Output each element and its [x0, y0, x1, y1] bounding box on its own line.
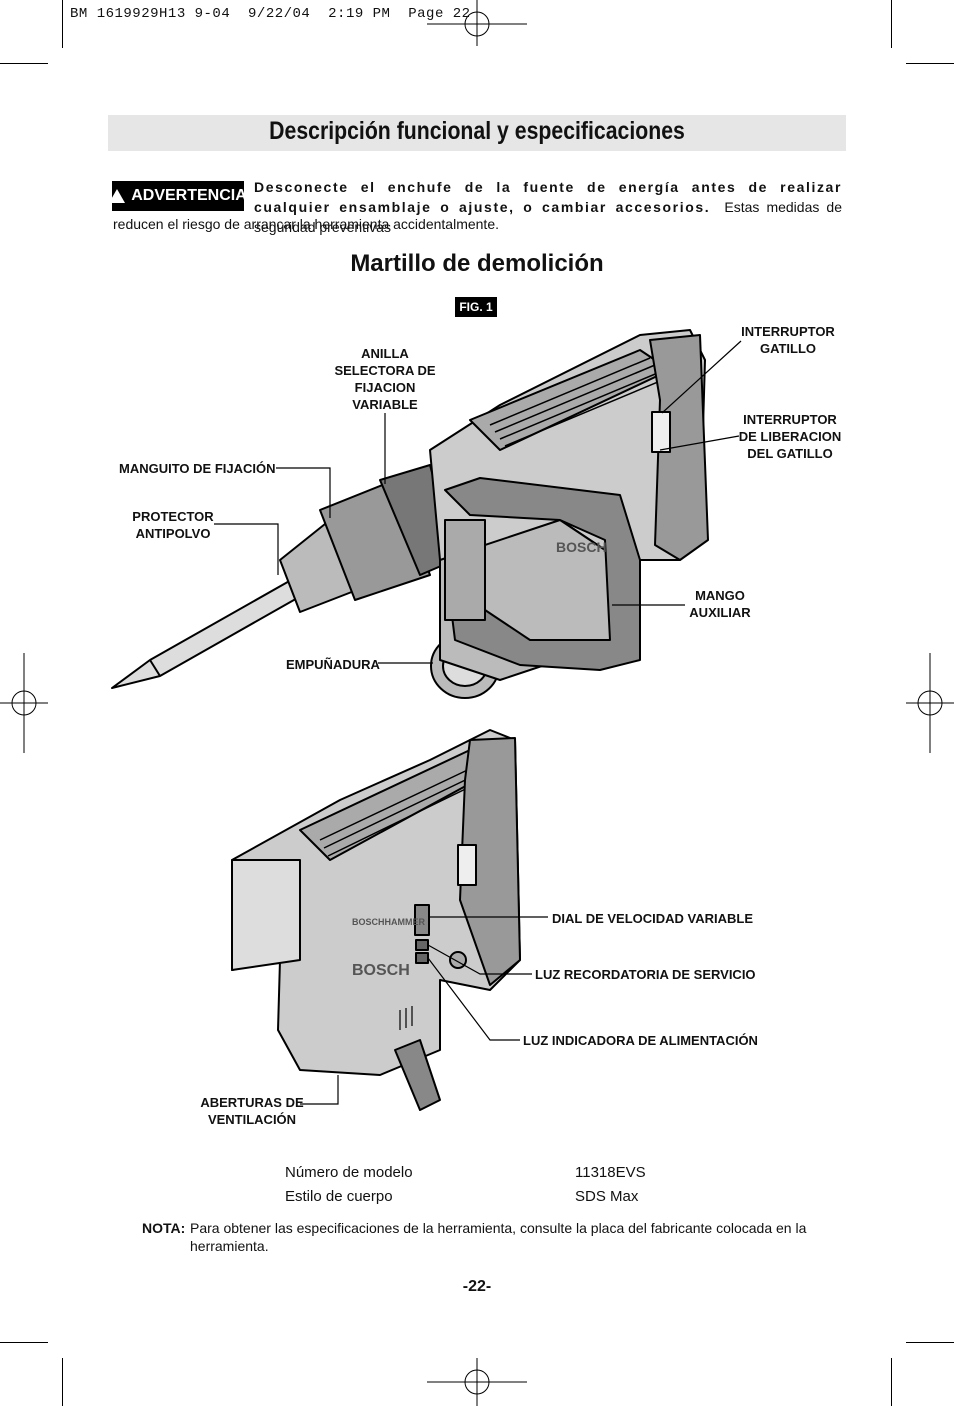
- warning-badge-label: ADVERTENCIA: [131, 187, 247, 204]
- spec-body-label: Estilo de cuerpo: [285, 1188, 393, 1205]
- rear-handle-2: [459, 737, 521, 986]
- warning-text: Desconecte el enchufe de la fuente de en…: [254, 177, 842, 237]
- crop-mark: [891, 0, 892, 48]
- crop-mark: [0, 63, 48, 64]
- label-service-light: LUZ RECORDATORIA DE SERVICIO: [535, 967, 756, 982]
- spec-model-label: Número de modelo: [285, 1164, 413, 1181]
- warning-text-inline: Estas medidas de seguridad preventivas: [254, 199, 842, 235]
- label-aux-handle: MANGO AUXILIAR: [689, 588, 751, 620]
- speed-dial: [414, 904, 430, 936]
- brand-mark-2: BOSCH: [352, 962, 410, 979]
- brand-mark: BOSCH: [556, 539, 607, 555]
- warning-text-continued: reducen el riesgo de arrancar la herrami…: [113, 216, 499, 232]
- label-trigger-release: INTERRUPTOR DE LIBERACION DEL GATILLO: [738, 412, 842, 461]
- label-power-light: LUZ INDICADORA DE ALIMENTACIÓN: [523, 1033, 758, 1048]
- rear-handle: [649, 334, 709, 561]
- note-label: NOTA:: [142, 1220, 186, 1236]
- warning-bold-text: Desconecte el enchufe de la fuente de en…: [254, 179, 842, 215]
- brand-mark-3: BOSCHHAMMER: [352, 917, 425, 927]
- crop-mark: [906, 63, 954, 64]
- label-selector-ring: ANILLA SELECTORA DE FIJACION VARIABLE: [334, 346, 436, 412]
- spec-model-value: 11318EVS: [575, 1164, 646, 1181]
- figure-label: FIG. 1: [455, 297, 497, 317]
- crop-mark: [62, 1358, 63, 1406]
- note: NOTA: Para obtener las especificaciones …: [142, 1219, 822, 1255]
- label-dust-protector: PROTECTOR ANTIPOLVO: [132, 509, 214, 541]
- spec-body-value: SDS Max: [575, 1188, 639, 1205]
- page-title: Descripción funcional y especificaciones: [269, 117, 685, 145]
- warning-badge: ADVERTENCIA: [109, 181, 247, 211]
- power-cord: [394, 1039, 441, 1111]
- crop-mark: [62, 0, 63, 48]
- label-speed-dial: DIAL DE VELOCIDAD VARIABLE: [552, 911, 754, 926]
- note-text: Para obtener las especificaciones de la …: [190, 1220, 807, 1254]
- trigger: [651, 411, 671, 453]
- label-grip: EMPUÑADURA: [286, 657, 380, 672]
- label-trigger-switch: INTERRUPTOR GATILLO: [741, 324, 835, 356]
- title-bar: [108, 115, 846, 151]
- warning-triangle-icon: [109, 189, 126, 203]
- crop-mark: [0, 1342, 48, 1343]
- print-slug: BM 1619929H13 9-04 9/22/04 2:19 PM Page …: [70, 6, 471, 22]
- crop-mark: [891, 1358, 892, 1406]
- crop-mark: [906, 1342, 954, 1343]
- label-vents: ABERTURAS DE VENTILACIÓN: [200, 1095, 304, 1127]
- hammer-rear-body: [231, 729, 521, 1076]
- label-locking-sleeve: MANGUITO DE FIJACIÓN: [119, 461, 276, 476]
- section-subtitle: Martillo de demolición: [350, 250, 604, 277]
- page-number: -22-: [462, 1278, 492, 1295]
